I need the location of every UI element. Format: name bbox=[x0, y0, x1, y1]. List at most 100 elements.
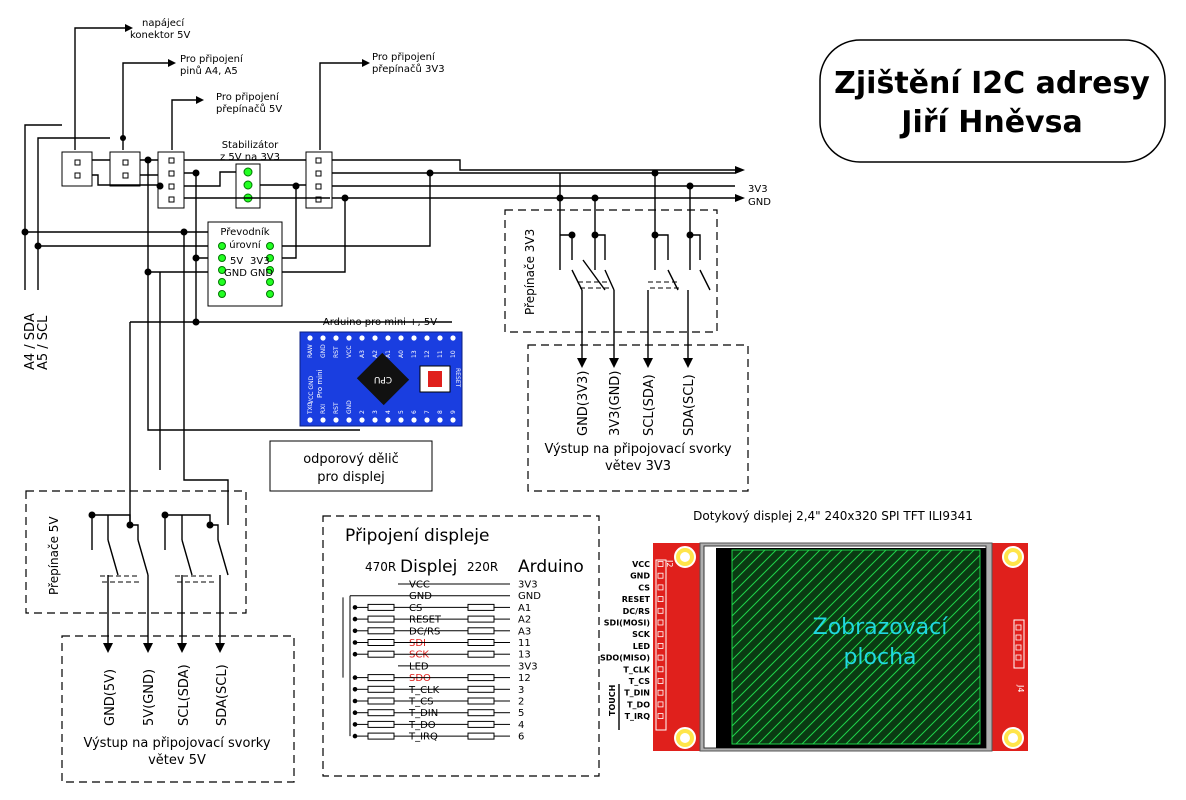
label-stab-2: z 5V na 3V3 bbox=[220, 152, 280, 163]
hatch-line bbox=[731, 549, 821, 639]
hatch-line bbox=[731, 549, 854, 672]
converter-pin bbox=[218, 290, 226, 298]
display-pin bbox=[657, 666, 664, 673]
display-pin bbox=[657, 678, 664, 684]
display-j4-pin bbox=[1015, 654, 1022, 661]
switch-block-5v: Přepínače 5V GND(5V) 5V(GND) SCL(SDA) SD… bbox=[25, 490, 295, 783]
connection-row-name: GND bbox=[409, 591, 432, 602]
arduino-pin bbox=[307, 335, 313, 341]
display-j4: J4 bbox=[1016, 684, 1025, 692]
connection-row-name: T_IRQ bbox=[408, 732, 438, 743]
connection-row-arduino: A2 bbox=[518, 615, 531, 626]
connection-row-name: T_DIN bbox=[408, 708, 438, 719]
connection-row-arduino: 6 bbox=[518, 732, 524, 743]
hatch-line bbox=[731, 549, 810, 628]
hatch-line bbox=[900, 664, 981, 745]
arduino-pin bbox=[398, 417, 404, 423]
connection-row-arduino: A3 bbox=[518, 626, 531, 637]
display-pin bbox=[657, 561, 664, 567]
connection-row-name: T_CS bbox=[408, 697, 433, 708]
resistor-470r bbox=[367, 732, 395, 740]
arduino-bottom-pin-label: 5 bbox=[398, 410, 405, 414]
arduino-top-pin-label: RST bbox=[333, 346, 340, 358]
resistor-220r bbox=[467, 615, 495, 623]
display-j2: J2 bbox=[665, 559, 674, 567]
display-pin-label: T_DIN bbox=[624, 689, 650, 698]
connection-row-arduino: 12 bbox=[518, 673, 531, 684]
hatch-line bbox=[845, 609, 981, 745]
arduino-top-pin-label: A1 bbox=[385, 350, 392, 358]
resistor-470r bbox=[367, 674, 395, 682]
hatch-line bbox=[944, 708, 981, 745]
connection-row-arduino: 2 bbox=[518, 697, 524, 708]
arduino-pin bbox=[320, 335, 326, 341]
display-pin bbox=[657, 631, 664, 638]
arduino-top-pin-label: VCC bbox=[346, 346, 353, 358]
display-pin bbox=[657, 572, 664, 579]
switch-5v-caption-2: větev 5V bbox=[148, 753, 206, 768]
connection-row-name: T_DO bbox=[408, 720, 436, 731]
title-line-1: Zjištění I2C adresy bbox=[834, 66, 1150, 101]
converter-pin bbox=[266, 278, 274, 286]
resistor-470r bbox=[367, 603, 395, 611]
connection-row-name: DC/RS bbox=[409, 626, 440, 637]
display-pin-label: SDI(MOSI) bbox=[604, 619, 650, 628]
display-pin-label: T_CS bbox=[629, 677, 650, 686]
hatch-line bbox=[779, 549, 975, 745]
rail-gnd-label: GND bbox=[748, 197, 771, 208]
left-bus-labels: A4 / SDA A5 / SCL bbox=[23, 313, 51, 370]
wiring-upper: 3V3 GND bbox=[24, 124, 771, 525]
display-title: Dotykový displej 2,4" 240x320 SPI TFT IL… bbox=[693, 509, 973, 523]
display-area-2: plocha bbox=[843, 645, 916, 670]
arduino-top-pin-label: GND bbox=[320, 344, 327, 358]
arduino-top-pin-label: RAW bbox=[307, 344, 314, 358]
tft-display: Dotykový displej 2,4" 240x320 SPI TFT IL… bbox=[600, 509, 1028, 752]
resistor-470r bbox=[367, 697, 395, 705]
hatch-line bbox=[735, 549, 931, 745]
display-pin bbox=[657, 584, 664, 591]
connection-row-name: T_CLK bbox=[408, 685, 440, 696]
connection-row: T_IRQ 6 bbox=[352, 732, 524, 743]
hatch-line bbox=[966, 730, 981, 745]
converter-3v3: 3V3 bbox=[250, 256, 270, 267]
out5-3: SDA(SCL) bbox=[215, 664, 230, 726]
display-pin bbox=[657, 643, 664, 649]
switch-3v3-label: Přepínače 3V3 bbox=[523, 229, 537, 315]
connection-row-name: SDO bbox=[409, 673, 431, 684]
arduino-bottom-pin-label: TXO bbox=[307, 402, 314, 415]
label-napajeci-2: konektor 5V bbox=[130, 30, 191, 41]
connection-title: Připojení displeje bbox=[345, 526, 489, 546]
arduino-bottom-pin-label: 2 bbox=[359, 410, 366, 414]
display-pin bbox=[657, 619, 664, 626]
arduino-top-pin-label: 10 bbox=[450, 350, 457, 358]
display-pin bbox=[657, 596, 664, 602]
arduino-pin bbox=[424, 417, 430, 423]
hatch-line bbox=[955, 719, 981, 745]
hatch-line bbox=[731, 549, 865, 683]
switch-block-3v3: Přepínače 3V3 GND(3V3) 3V3(GND) SCL(SDA)… bbox=[504, 209, 749, 492]
converter-pin bbox=[218, 266, 226, 274]
display-pin-label: SCK bbox=[632, 630, 651, 639]
out5-2: SCL(SDA) bbox=[177, 664, 192, 726]
arduino-bottom-pin-label: 6 bbox=[411, 410, 418, 414]
divider-box: odporový dělič pro displej bbox=[269, 440, 433, 492]
connection-h470: 470R bbox=[365, 560, 396, 574]
out5-1: 5V(GND) bbox=[142, 669, 157, 726]
display-pin-label: VCC bbox=[632, 560, 650, 569]
resistor-220r bbox=[467, 603, 495, 611]
connection-row-name: SCK bbox=[409, 650, 429, 661]
resistor-220r bbox=[467, 674, 495, 682]
arduino-bottom-pin-label: 9 bbox=[450, 410, 457, 414]
display-pin-label: RESET bbox=[622, 595, 651, 604]
hatch-line bbox=[823, 587, 981, 745]
out3-0: GND(3V3) bbox=[576, 371, 591, 436]
resistor-220r bbox=[467, 639, 495, 646]
display-pin-label: T_IRQ bbox=[625, 712, 651, 721]
switch-5v-label: Přepínače 5V bbox=[47, 516, 61, 595]
label-stab-1: Stabilizátor bbox=[222, 139, 279, 151]
connection-table: Připojení displeje 470R Displej 220R Ard… bbox=[322, 515, 600, 777]
